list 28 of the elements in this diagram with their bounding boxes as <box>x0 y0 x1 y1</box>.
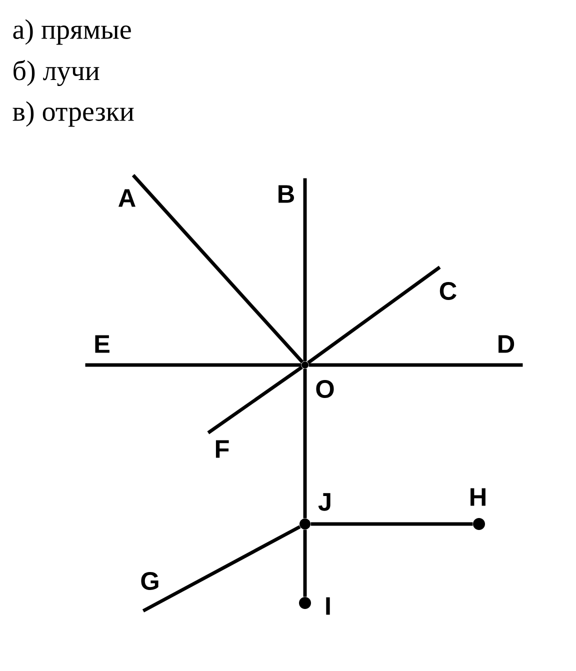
point: C <box>440 282 456 300</box>
node-label: H <box>470 488 486 506</box>
line <box>310 522 473 526</box>
node-label: I <box>326 597 330 615</box>
option-text: б) лучи <box>14 60 100 86</box>
point: H <box>470 488 486 530</box>
line <box>132 174 304 364</box>
line <box>207 366 303 434</box>
option-text: в) отрезки <box>12 101 134 127</box>
point: A <box>118 189 136 207</box>
line <box>307 266 441 364</box>
line <box>308 363 523 367</box>
point: B <box>278 185 294 203</box>
point: F <box>216 440 229 458</box>
point: I <box>299 597 330 615</box>
node-label: J <box>318 493 330 511</box>
point: G <box>141 572 158 590</box>
line <box>142 525 301 612</box>
line <box>85 363 302 367</box>
point: D <box>498 335 514 353</box>
point: E <box>95 335 110 353</box>
line <box>303 368 307 518</box>
line <box>303 530 307 597</box>
option-text: а) прямые <box>13 19 131 45</box>
point: O <box>302 362 334 398</box>
point: J <box>300 493 330 530</box>
node-label: O <box>316 380 334 398</box>
line <box>303 178 307 362</box>
